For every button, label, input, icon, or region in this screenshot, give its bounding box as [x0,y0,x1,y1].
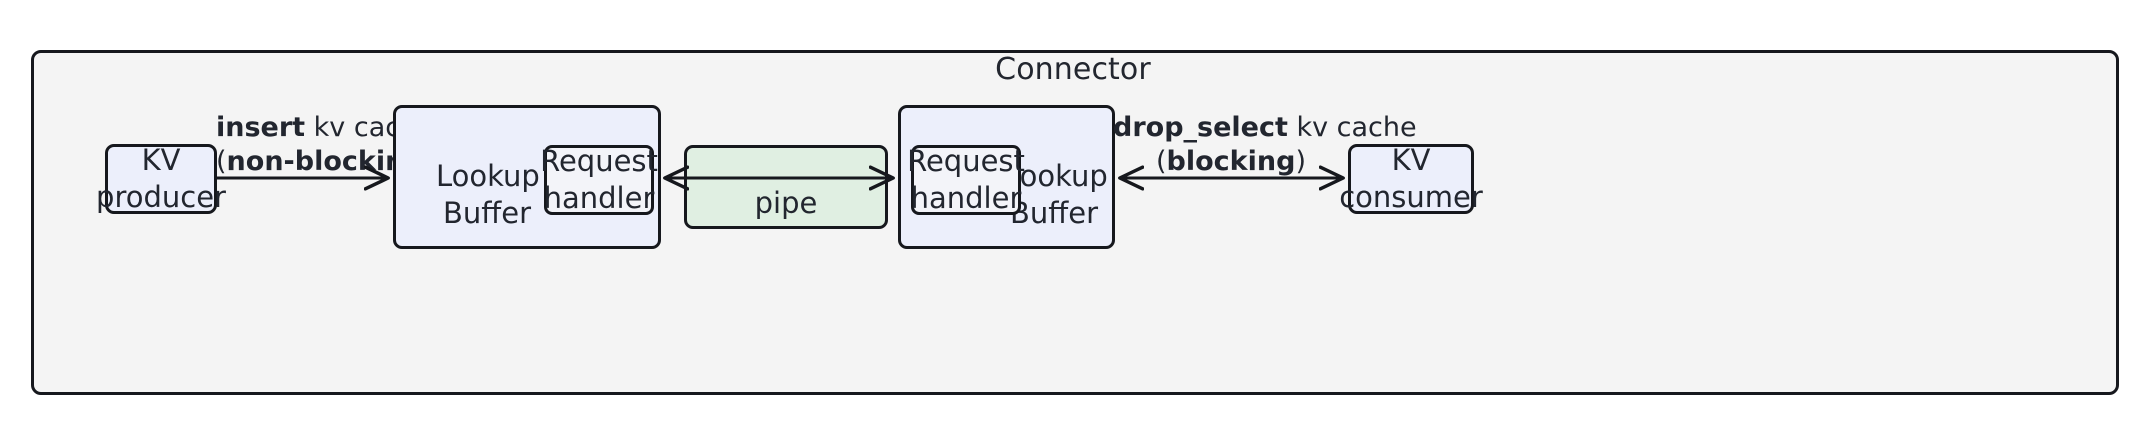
lookup-buffer-right-line2: Buffer [1009,196,1099,231]
connector-title: Connector [995,52,1151,87]
request-handler-right-line2: handler [910,181,1022,215]
kv-producer-line2: producer [96,180,226,214]
kv-producer-line1: KV [141,142,181,177]
node-request-handler-left[interactable]: Request handler [540,144,658,215]
kv-consumer-line2: consumer [1339,180,1483,214]
dropselect-line2: (blocking) [1156,146,1306,177]
node-kv-consumer[interactable]: KV consumer [1339,143,1483,214]
request-handler-right-label: Request handler [907,143,1025,217]
edge-label-insert: insert kv cache (non-blocking) [216,111,434,179]
insert-nonblocking: non-blocking [226,146,424,178]
insert-bold: insert [216,112,306,143]
node-request-handler-right[interactable]: Request handler [907,144,1025,215]
insert-paren-open: ( [216,146,227,178]
request-handler-right-line1: Request [907,143,1025,178]
kv-producer-label: KV producer [96,142,226,216]
node-lookup-buffer-left[interactable]: Lookup Buffer Request handler [393,105,661,249]
lookup-buffer-left-line2: Buffer [442,196,532,231]
edge-label-drop-select: drop_select kv cache (blocking) [1113,111,1417,179]
kv-consumer-label: KV consumer [1339,142,1483,216]
lookup-buffer-right-label: Lookup Buffer [1004,158,1108,232]
request-handler-left-label: Request handler [540,143,658,217]
lookup-buffer-right-line1: Lookup [1004,159,1108,193]
dropselect-line1: drop_select kv cache [1113,112,1417,143]
request-handler-left-line2: handler [543,181,655,215]
lookup-buffer-left-line1: Lookup [436,159,540,193]
dropselect-paren-open: ( [1156,146,1167,178]
node-lookup-buffer-right[interactable]: Lookup Buffer Request handler [898,105,1115,249]
request-handler-left-line1: Request [540,143,658,178]
dropselect-paren-close: ) [1295,146,1306,178]
dropselect-bold: drop_select [1113,112,1288,143]
pipe-label: pipe [754,185,818,220]
lookup-buffer-left-label: Lookup Buffer [436,158,540,232]
dropselect-rest: kv cache [1287,112,1417,143]
node-pipe[interactable]: pipe [684,145,888,229]
node-kv-producer[interactable]: KV producer [96,143,226,214]
kv-consumer-line1: KV [1391,142,1431,177]
dropselect-blocking: blocking [1166,146,1296,178]
